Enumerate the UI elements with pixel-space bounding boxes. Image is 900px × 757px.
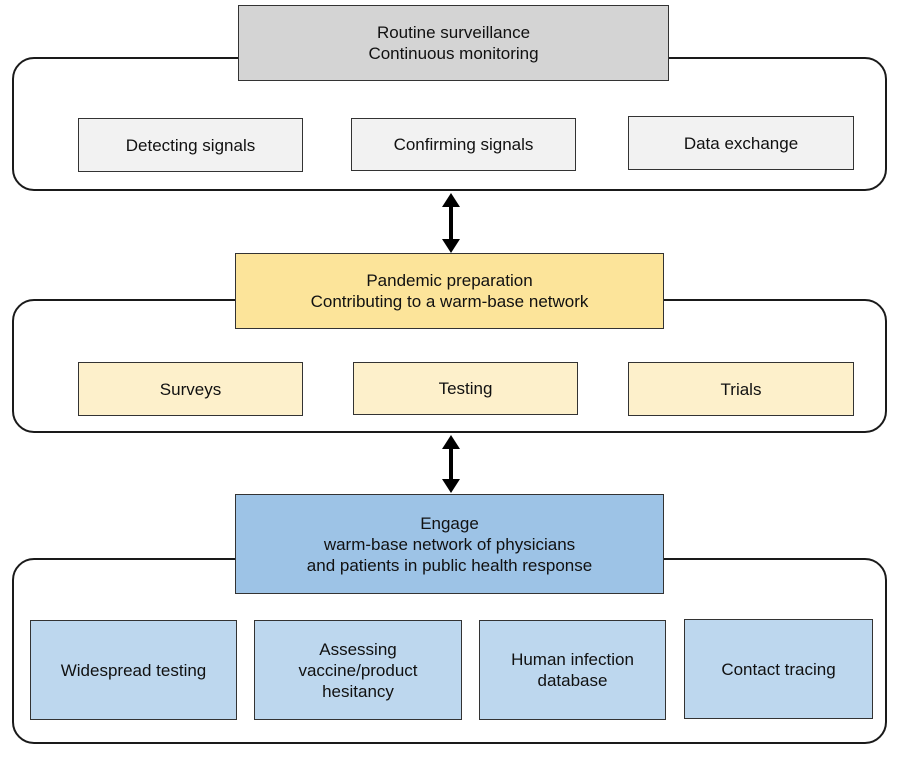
trials-box: Trials <box>628 362 854 416</box>
widespread-testing-label: Widespread testing <box>60 660 207 680</box>
data-exchange-label: Data exchange <box>683 133 799 153</box>
preparation-title-line-1: Pandemic preparation <box>366 271 533 290</box>
engage-title-box: Engage warm-base network of physicians a… <box>235 494 664 594</box>
bidirectional-arrow-icon <box>442 435 460 493</box>
human-infection-database-box: Human infection database <box>479 620 666 720</box>
testing-box: Testing <box>353 362 578 415</box>
surveys-box: Surveys <box>78 362 303 416</box>
widespread-testing-box: Widespread testing <box>30 620 237 720</box>
preparation-title-box: Pandemic preparation Contributing to a w… <box>235 253 664 329</box>
vaccine-hesitancy-box: Assessing vaccine/product hesitancy <box>254 620 462 720</box>
preparation-title-line-2: Contributing to a warm-base network <box>310 292 589 311</box>
confirming-signals-box: Confirming signals <box>351 118 576 171</box>
vaccine-hesitancy-label-line-3: hesitancy <box>322 681 394 701</box>
contact-tracing-label: Contact tracing <box>721 659 836 679</box>
engage-title-line-2: warm-base network of physicians <box>323 534 576 554</box>
vaccine-hesitancy-label-line-2: vaccine/product <box>298 660 418 680</box>
data-exchange-box: Data exchange <box>628 116 854 170</box>
detecting-signals-label: Detecting signals <box>125 135 256 155</box>
bidirectional-arrow-icon <box>442 193 460 253</box>
surveillance-title-line-1: Routine surveillance <box>376 23 531 42</box>
human-infection-database-label-line-1: Human infection <box>511 650 634 669</box>
trials-label: Trials <box>720 379 762 399</box>
detecting-signals-box: Detecting signals <box>78 118 303 172</box>
human-infection-database-label-line-2: database <box>537 671 608 690</box>
confirming-signals-label: Confirming signals <box>393 135 534 154</box>
engage-title-line-3: and patients in public health response <box>306 555 593 575</box>
engage-title-line-1: Engage <box>420 513 479 533</box>
testing-label: Testing <box>438 379 493 398</box>
vaccine-hesitancy-label-line-1: Assessing <box>319 639 397 659</box>
contact-tracing-box: Contact tracing <box>684 619 873 719</box>
surveillance-title-box: Routine surveillance Continuous monitori… <box>238 5 669 81</box>
surveys-label: Surveys <box>159 379 222 399</box>
surveillance-title-line-2: Continuous monitoring <box>368 44 539 63</box>
